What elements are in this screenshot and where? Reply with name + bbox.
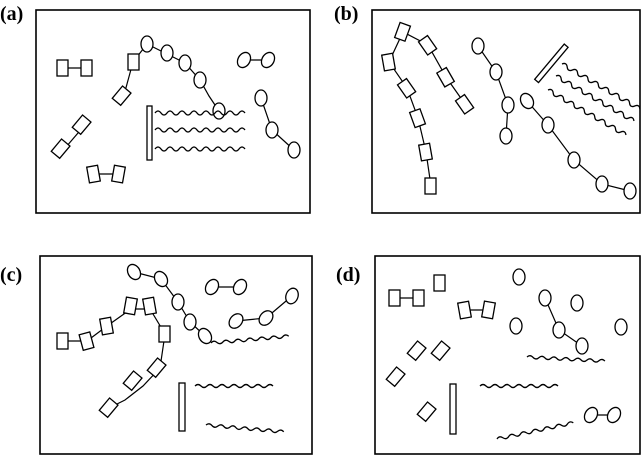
wavy-chain	[526, 354, 606, 364]
wavy-chain	[205, 422, 285, 434]
panel-label-a: (a)	[0, 3, 23, 25]
mixed-chain	[111, 35, 226, 120]
oval-chain	[519, 92, 637, 200]
wavy-chain	[194, 383, 274, 389]
mixed-chain	[126, 263, 290, 346]
panel-b-frame	[371, 9, 641, 214]
wavy-chain	[479, 383, 559, 389]
oval-monomer	[570, 294, 584, 312]
panel-a-frame	[35, 9, 311, 214]
wavy-chain	[496, 420, 575, 442]
rect-monomer	[385, 366, 406, 388]
panel-label-d: (d)	[336, 264, 360, 286]
wavy-chain	[154, 110, 246, 116]
rect-dimer	[56, 59, 93, 77]
vertical-bar	[178, 382, 186, 432]
oval-monomer	[509, 317, 523, 335]
oval-dimer	[204, 278, 248, 296]
panel-d-frame	[374, 255, 641, 455]
oval-dimer	[583, 406, 622, 424]
rect-chain	[380, 21, 475, 195]
panel-b: (b)	[334, 3, 642, 214]
rect-dimer	[85, 164, 127, 184]
vertical-bar	[533, 43, 569, 84]
wavy-chain	[154, 146, 246, 152]
panel-d: (d)	[336, 255, 641, 455]
panel-c: (c)	[0, 255, 313, 455]
vertical-bar	[449, 383, 457, 435]
panel-label-b: (b)	[334, 3, 358, 25]
rect-monomer	[430, 340, 451, 362]
rect-dimer	[50, 114, 92, 160]
oval-chain	[228, 287, 299, 329]
rect-dimer	[456, 300, 497, 320]
oval-chain	[471, 37, 515, 145]
oval-chain	[254, 89, 301, 159]
wavy-chain	[154, 127, 246, 133]
rect-monomer	[416, 401, 437, 423]
rect-monomer	[406, 340, 427, 362]
rect-chain	[56, 296, 171, 419]
rect-dimer	[388, 289, 425, 307]
oval-monomer	[512, 268, 526, 286]
vertical-bar	[146, 105, 153, 161]
panel-c-frame	[39, 255, 313, 455]
panel-label-c: (c)	[0, 264, 22, 286]
rect-monomer	[433, 274, 446, 292]
panel-a: (a)	[0, 3, 311, 214]
oval-monomer	[614, 318, 628, 336]
oval-dimer	[236, 51, 276, 69]
oval-chain	[538, 289, 589, 355]
